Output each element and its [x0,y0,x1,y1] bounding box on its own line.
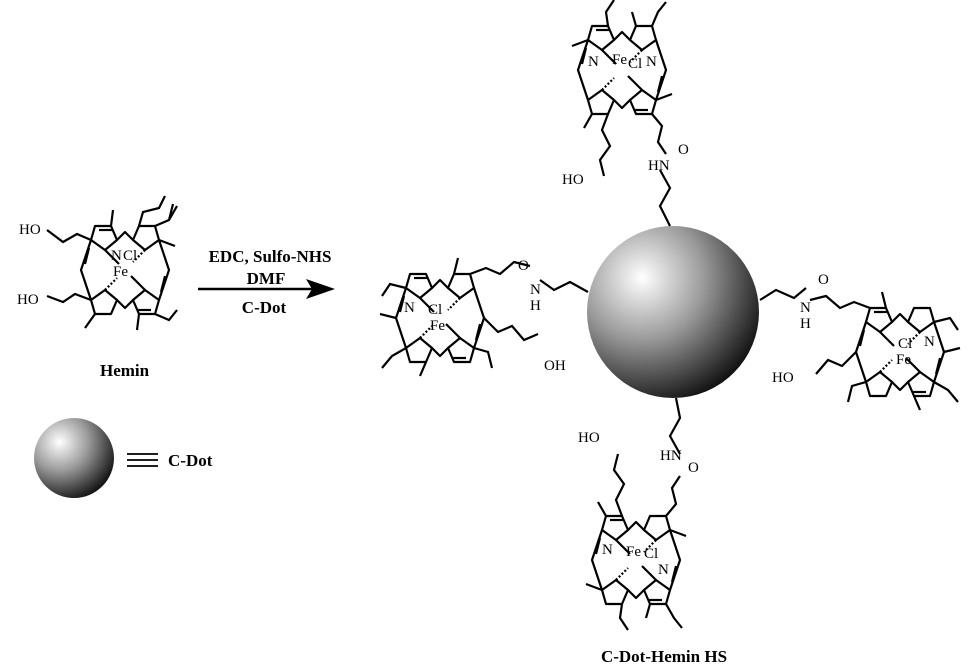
right-n: N [924,334,935,350]
hemin-unit-right: Cl Fe N O N H HO [772,272,961,411]
top-ho: HO [562,172,584,188]
bottom-n-left: N [602,542,613,558]
right-cl: Cl [898,336,912,352]
hemin-unit-top: Fe Cl N N HO O HN [562,0,689,188]
hemin-label: Hemin [100,361,150,380]
left-nh-n: N [530,282,541,298]
top-n-left: N [588,54,599,70]
reagent-line-2: DMF [247,269,286,288]
right-nh-n: N [800,300,811,316]
hemin-cl: Cl [123,248,137,264]
hemin-fe: Fe [113,264,128,280]
hemin-n-cl: N [111,248,122,264]
product-label: C-Dot-Hemin HS [601,647,727,666]
hemin-unit-left: Cl Fe N O N H OH [379,257,566,377]
triple-bar-equivalence [127,453,158,467]
top-o: O [678,142,689,158]
reagent-line-3: C-Dot [242,298,287,317]
top-n-right: N [646,54,657,70]
left-nh-h: H [530,298,541,314]
bottom-hn: HN [660,448,682,464]
bottom-cl: Cl [644,546,658,562]
hemin-ho-top: HO [19,222,41,238]
cdot-legend-sphere [34,418,114,498]
hemin-structure: N Cl Fe HO HO [17,195,178,331]
reaction-arrow [198,279,335,299]
top-hn: HN [648,158,670,174]
right-nh-h: H [800,316,811,332]
hemin-unit-bottom: Fe Cl N N HO O HN [578,430,699,631]
left-fe: Fe [430,318,445,334]
hemin-ho-bottom: HO [17,292,39,308]
cdot-legend-label: C-Dot [168,451,213,470]
bottom-o: O [688,460,699,476]
left-o: O [518,258,529,274]
right-ho: HO [772,370,794,386]
top-cl: Cl [628,56,642,72]
reagent-line-1: EDC, Sulfo-NHS [209,247,332,266]
right-fe: Fe [896,352,911,368]
right-o: O [818,272,829,288]
bottom-ho: HO [578,430,600,446]
linker-bonds [539,169,807,455]
top-fe: Fe [612,52,627,68]
left-oh: OH [544,358,566,374]
cdot-core-sphere [587,226,759,398]
left-n: N [404,300,415,316]
bottom-fe: Fe [626,544,641,560]
bottom-n-right: N [658,562,669,578]
left-cl: Cl [428,302,442,318]
